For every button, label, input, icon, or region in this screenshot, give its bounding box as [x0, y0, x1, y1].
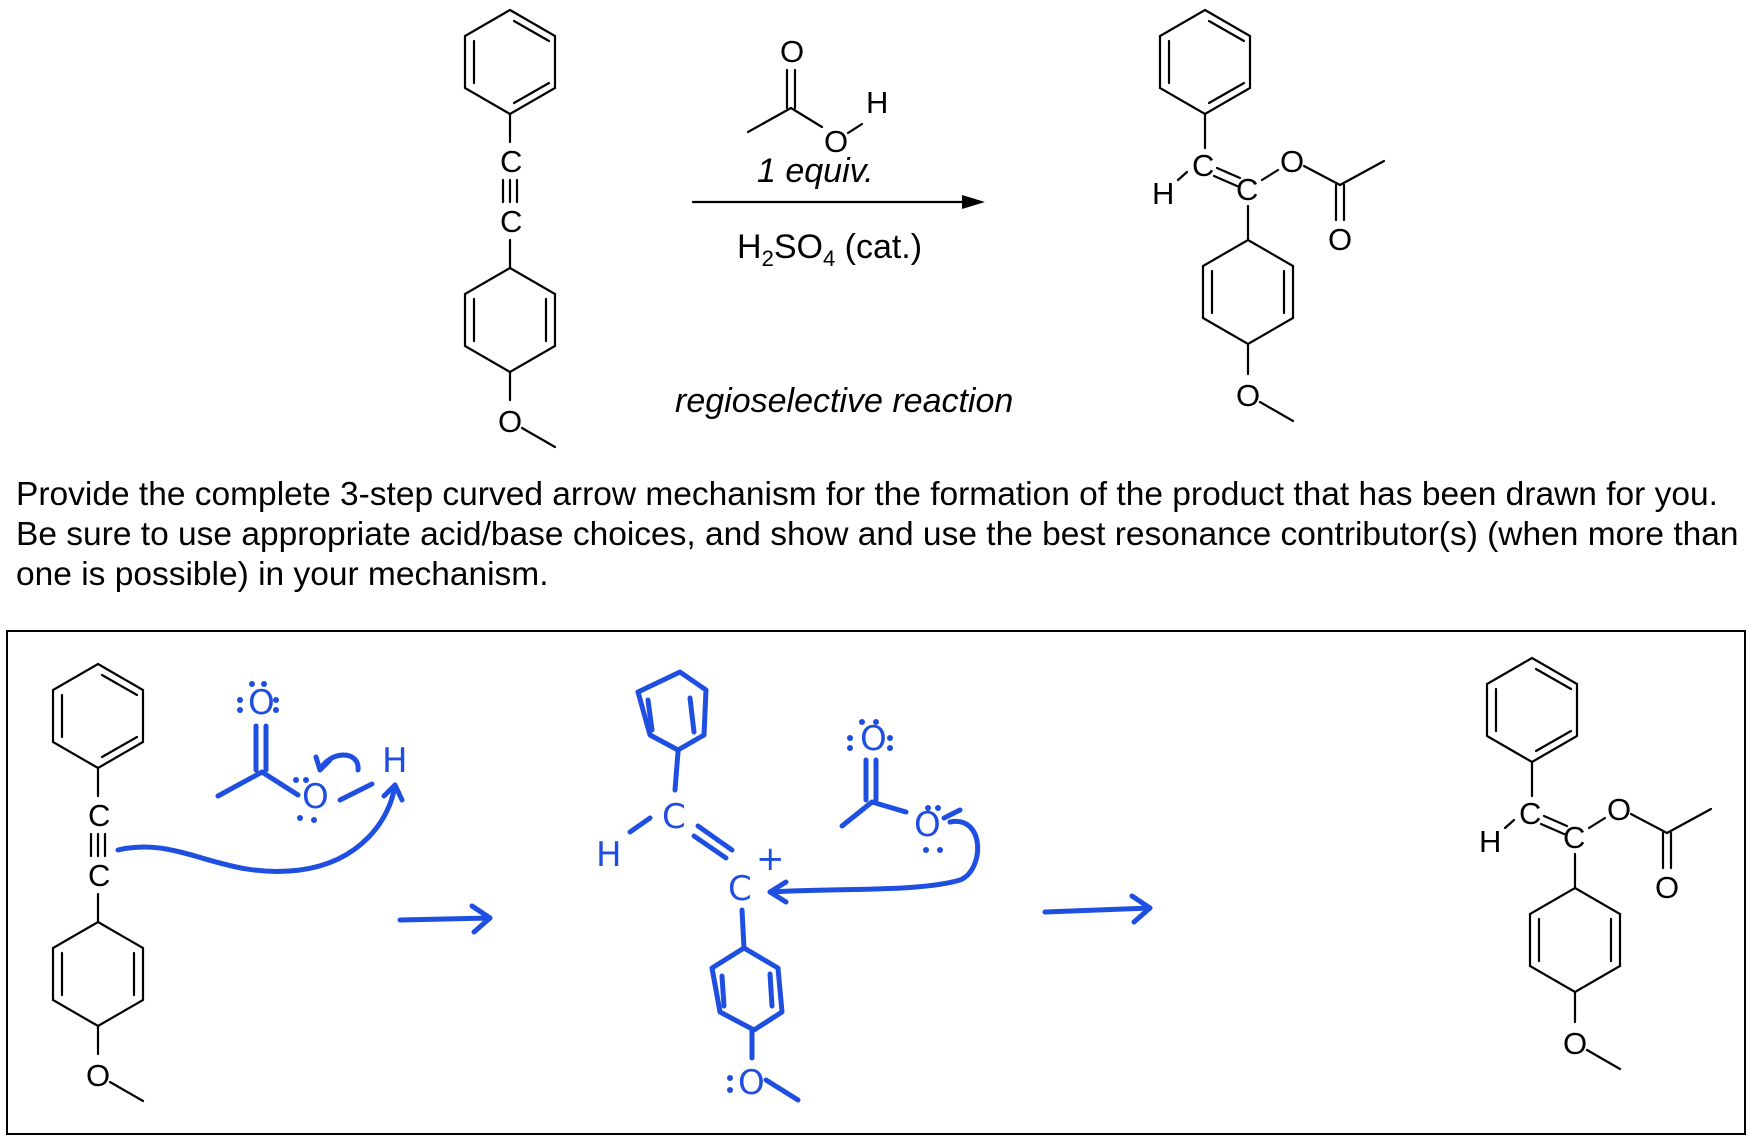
cation-charge: + — [756, 839, 785, 879]
box-alkyne-c2: C — [88, 858, 110, 893]
vinyl-c2: C — [1236, 172, 1258, 207]
box-final-product: C H C O O O — [1479, 656, 1713, 1071]
alkyne-c2: C — [500, 204, 522, 239]
question-text: Provide the complete 3-step curved arrow… — [16, 476, 1739, 593]
cation-c2: C — [728, 869, 752, 909]
vinyl-c1: C — [1192, 148, 1214, 183]
cation-h: H — [596, 835, 622, 875]
methoxy-o: O — [498, 404, 522, 439]
ester-carbonyl-o: O — [1328, 222, 1352, 257]
reagent-acetic-acid: O O H — [746, 34, 888, 159]
cation-c1: C — [662, 797, 686, 837]
box-methoxy-o: O — [86, 1058, 110, 1093]
box-vinyl-c1: C — [1519, 796, 1541, 831]
step2-hydroxyl-o: O — [914, 805, 941, 845]
box-vinyl-c2: C — [1563, 820, 1585, 855]
ester-o: O — [1280, 144, 1304, 179]
vinyl-h: H — [1152, 176, 1174, 211]
starting-material-alkyne: C C O — [463, 8, 557, 449]
vinyl-cation-intermediate: C H C + O — [596, 669, 801, 1103]
step1-acid-hydroxyl-o: O — [302, 777, 329, 817]
step2-acetic-acid: O O — [767, 719, 981, 905]
step-arrow-1 — [397, 903, 493, 935]
answer-box — [6, 630, 1746, 1135]
step1-acid-carbonyl-o: O — [248, 683, 275, 723]
product-methoxy-o: O — [1236, 378, 1260, 413]
acid-hydroxyl-o: O — [824, 124, 848, 159]
regioselective-label: regioselective reaction — [675, 382, 1013, 420]
acid-h: H — [866, 85, 888, 120]
catalyst-label: H2SO4 (cat.) — [737, 228, 922, 271]
box-ester-carbonyl-o: O — [1655, 870, 1679, 905]
step1-annotations: O O H — [115, 681, 408, 874]
box-vinyl-h: H — [1479, 824, 1501, 859]
box-ester-o: O — [1607, 792, 1631, 827]
box-alkyne-c1: C — [88, 798, 110, 833]
product-enol-acetate: C H C O O O — [1152, 8, 1386, 423]
box-product-methoxy-o: O — [1563, 1026, 1587, 1061]
acid-carbonyl-o: O — [780, 34, 804, 69]
step1-acid-h: H — [382, 741, 408, 781]
cation-methoxy-o: O — [738, 1063, 765, 1103]
step-arrow-2 — [1042, 893, 1153, 925]
step2-carbonyl-o: O — [860, 719, 887, 759]
box-starting-material: C C O — [51, 662, 145, 1103]
alkyne-c1: C — [500, 144, 522, 179]
reagent-equiv-label: 1 equiv. — [757, 152, 874, 190]
